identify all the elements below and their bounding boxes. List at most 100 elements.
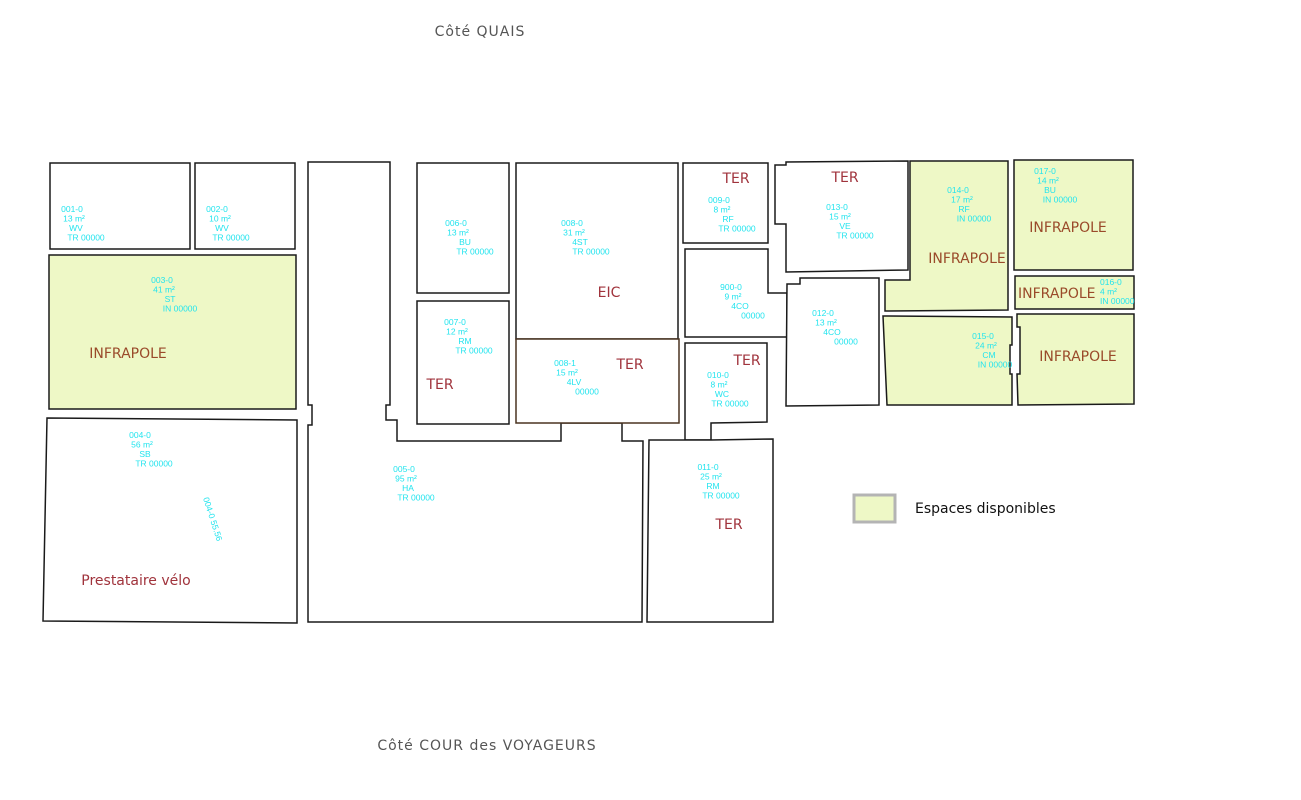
- svg-text:BU: BU: [459, 237, 471, 247]
- svg-text:001-0: 001-0: [61, 204, 83, 214]
- svg-text:017-0: 017-0: [1034, 166, 1056, 176]
- svg-text:TR 00000: TR 00000: [711, 399, 749, 409]
- svg-text:9 m²: 9 m²: [725, 292, 742, 302]
- svg-text:TR 00000: TR 00000: [572, 247, 610, 257]
- room-003-available[interactable]: 003-0 41 m² ST IN 00000 INFRAPOLE: [48, 254, 297, 410]
- svg-text:15 m²: 15 m²: [829, 212, 851, 222]
- svg-text:TR 00000: TR 00000: [397, 493, 435, 503]
- svg-text:TR 00000: TR 00000: [135, 459, 173, 469]
- svg-text:TR 00000: TR 00000: [212, 233, 250, 243]
- svg-text:VE: VE: [839, 221, 851, 231]
- svg-text:17 m²: 17 m²: [951, 195, 973, 205]
- svg-text:IN 00000: IN 00000: [163, 304, 198, 314]
- svg-text:WV: WV: [215, 223, 229, 233]
- svg-text:014-0: 014-0: [947, 185, 969, 195]
- svg-text:TR 00000: TR 00000: [67, 233, 105, 243]
- svg-text:TR 00000: TR 00000: [702, 491, 740, 501]
- svg-text:8 m²: 8 m²: [714, 205, 731, 215]
- svg-text:TR 00000: TR 00000: [718, 224, 756, 234]
- svg-text:WC: WC: [715, 389, 729, 399]
- room-code: 008-1 15 m² 4LV 00000: [554, 358, 599, 397]
- svg-text:BU: BU: [1044, 185, 1056, 195]
- room-900[interactable]: 900-0 9 m² 4CO 00000: [684, 248, 788, 338]
- svg-text:95 m²: 95 m²: [395, 474, 417, 484]
- svg-text:RM: RM: [458, 336, 471, 346]
- room-code: 012-0 13 m² 4CO 00000: [812, 308, 858, 347]
- svg-text:SB: SB: [139, 449, 151, 459]
- occupant-label: INFRAPOLE: [1039, 349, 1117, 365]
- svg-text:4CO: 4CO: [823, 327, 841, 337]
- svg-text:006-0: 006-0: [445, 218, 467, 228]
- room-code: 017-0 14 m² BU IN 00000: [1034, 166, 1077, 205]
- svg-text:4 m²: 4 m²: [1100, 287, 1117, 297]
- svg-text:TR 00000: TR 00000: [456, 247, 494, 257]
- room-001[interactable]: 001-0 13 m² WV TR 00000: [49, 162, 191, 250]
- room-012[interactable]: 012-0 13 m² 4CO 00000: [785, 277, 880, 407]
- svg-text:008-1: 008-1: [554, 358, 576, 368]
- room-016-available[interactable]: INFRAPOLE 016-0 4 m² IN 00000: [1014, 275, 1135, 310]
- occupant-label: TER: [425, 377, 453, 393]
- legend-label: Espaces disponibles: [915, 501, 1056, 517]
- svg-text:14 m²: 14 m²: [1037, 176, 1059, 186]
- svg-text:004-0: 004-0: [129, 430, 151, 440]
- svg-text:012-0: 012-0: [812, 308, 834, 318]
- svg-text:25 m²: 25 m²: [700, 472, 722, 482]
- legend-swatch-available: [852, 493, 897, 524]
- svg-text:IN 00000: IN 00000: [978, 360, 1013, 370]
- occupant-label: INFRAPOLE: [89, 346, 167, 362]
- svg-text:4LV: 4LV: [567, 377, 582, 387]
- svg-text:ST: ST: [165, 294, 176, 304]
- room-008-1[interactable]: 008-1 15 m² 4LV 00000 TER: [515, 338, 680, 424]
- room-015-available[interactable]: 015-0 24 m² CM IN 00000 INFRAPOLE: [882, 313, 1135, 406]
- svg-text:RM: RM: [706, 481, 719, 491]
- svg-text:015-0: 015-0: [972, 331, 994, 341]
- room-009[interactable]: 009-0 8 m² RF TR 00000 TER: [682, 162, 769, 244]
- svg-text:900-0: 900-0: [720, 282, 742, 292]
- svg-text:007-0: 007-0: [444, 317, 466, 327]
- room-014-available[interactable]: 014-0 17 m² RF IN 00000 INFRAPOLE: [884, 160, 1009, 312]
- room-code: 007-0 12 m² RM TR 00000: [444, 317, 493, 356]
- svg-text:TR 00000: TR 00000: [455, 346, 493, 356]
- svg-text:RF: RF: [958, 204, 969, 214]
- room-002[interactable]: 002-0 10 m² WV TR 00000: [194, 162, 296, 250]
- svg-text:002-0: 002-0: [206, 204, 228, 214]
- svg-text:003-0: 003-0: [151, 275, 173, 285]
- svg-text:RF: RF: [722, 214, 733, 224]
- room-004[interactable]: 004-0 56 m² SB TR 00000 004-0 55.56 Pres…: [42, 417, 298, 624]
- room-010[interactable]: 010-0 8 m² WC TR 00000 TER: [684, 342, 768, 441]
- room-code: 008-0 31 m² 4ST TR 00000: [561, 218, 610, 257]
- occupant-label: TER: [721, 171, 749, 187]
- room-code: 003-0 41 m² ST IN 00000: [151, 275, 197, 314]
- occupant-label: INFRAPOLE: [928, 251, 1006, 267]
- svg-text:41 m²: 41 m²: [153, 285, 175, 295]
- svg-text:31 m²: 31 m²: [563, 228, 585, 238]
- room-code: 006-0 13 m² BU TR 00000: [445, 218, 494, 257]
- room-017-available[interactable]: 017-0 14 m² BU IN 00000 INFRAPOLE: [1013, 159, 1134, 271]
- svg-text:00000: 00000: [834, 337, 858, 347]
- svg-text:4ST: 4ST: [572, 237, 588, 247]
- svg-text:00000: 00000: [575, 387, 599, 397]
- heading-cour-voyageurs: Côté COUR des VOYAGEURS: [377, 738, 596, 754]
- heading-quais: Côté QUAIS: [435, 24, 526, 40]
- occupant-label: INFRAPOLE: [1018, 286, 1096, 302]
- room-code: 009-0 8 m² RF TR 00000: [708, 195, 756, 234]
- svg-text:TR 00000: TR 00000: [836, 231, 874, 241]
- room-011[interactable]: 011-0 25 m² RM TR 00000 TER: [646, 438, 774, 623]
- svg-text:8 m²: 8 m²: [711, 380, 728, 390]
- occupant-label: INFRAPOLE: [1029, 220, 1107, 236]
- room-006[interactable]: 006-0 13 m² BU TR 00000: [416, 162, 510, 294]
- room-008[interactable]: 008-0 31 m² 4ST TR 00000 EIC: [515, 162, 679, 340]
- svg-text:CM: CM: [982, 350, 995, 360]
- svg-text:4CO: 4CO: [731, 301, 749, 311]
- room-013[interactable]: 013-0 15 m² VE TR 00000 TER: [774, 160, 909, 273]
- room-code: 010-0 8 m² WC TR 00000: [707, 370, 749, 409]
- svg-text:HA: HA: [402, 483, 414, 493]
- svg-text:WV: WV: [69, 223, 83, 233]
- room-code: 002-0 10 m² WV TR 00000: [206, 204, 250, 243]
- svg-text:13 m²: 13 m²: [447, 228, 469, 238]
- room-code: 013-0 15 m² VE TR 00000: [826, 202, 874, 241]
- room-007[interactable]: 007-0 12 m² RM TR 00000 TER: [416, 300, 510, 425]
- svg-text:13 m²: 13 m²: [63, 214, 85, 224]
- occupant-label: EIC: [598, 285, 621, 301]
